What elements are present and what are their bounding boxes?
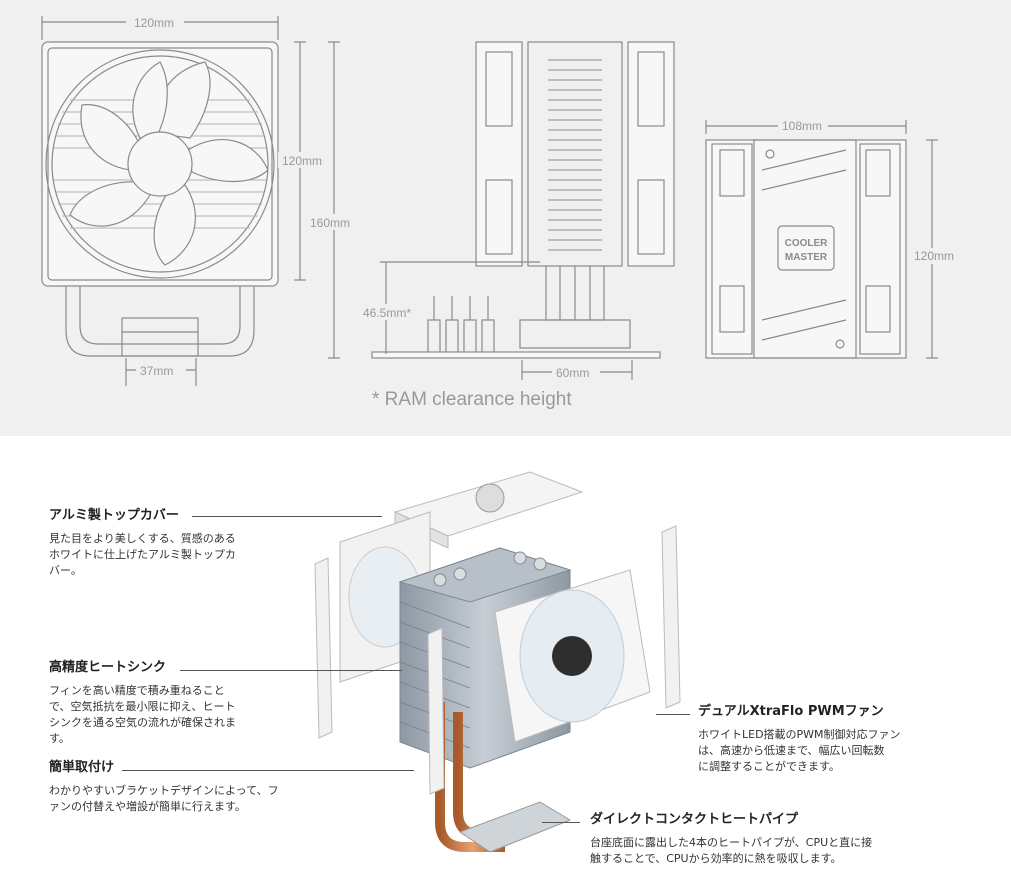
feature-dual-fan-title: デュアルXtraFlo PWMファン [698,704,884,719]
dim-width-base: 37mm [140,364,173,378]
dim-height-total: 160mm [310,216,350,230]
feature-heatsink: 高精度ヒートシンク フィンを高い精度で積み重ねること で、空気抵抗を最小限に抑え… [49,656,289,747]
feature-easy-install-desc: わかりやすいブラケットデザインによって、フ ァンの付替えや増設が簡単に行えます。 [49,784,279,813]
dim-width-mount: 60mm [556,366,589,380]
feature-top-cover: アルミ製トップカバー 見た目をより美しくする、質感のある ホワイトに仕上げたアル… [49,504,289,579]
front-view [41,16,340,386]
dim-depth: 108mm [782,119,822,133]
feature-heatsink-desc: フィンを高い精度で積み重ねること で、空気抵抗を最小限に抑え、ヒート シンクを通… [49,684,236,745]
feature-dual-fan-desc: ホワイトLED搭載のPWM制御対応ファン は、高速から低速まで、幅広い回転数 に… [698,728,901,773]
leader-fan [656,714,690,715]
feature-heatsink-title: 高精度ヒートシンク [49,660,167,675]
dim-ram-clearance: 46.5mm* [363,306,411,320]
leader-top-cover [192,516,382,517]
feature-heatpipe: ダイレクトコンタクトヒートパイプ 台座底面に露出した4本のヒートパイプが、CPU… [590,808,920,867]
leader-heatsink [180,670,402,671]
leader-bracket [122,770,414,771]
exploded-cooler-illustration [314,471,681,853]
dim-height-fan: 120mm [282,154,322,168]
leader-heatpipe [542,822,580,823]
features-panel: アルミ製トップカバー 見た目をより美しくする、質感のある ホワイトに仕上げたアル… [0,452,1011,874]
top-view-logo-line2: MASTER [785,252,828,263]
feature-easy-install-title: 簡単取付け [49,760,115,775]
heatpipes [435,702,572,853]
feature-top-cover-title: アルミ製トップカバー [49,508,179,523]
feature-heatpipe-title: ダイレクトコンタクトヒートパイプ [590,812,799,827]
feature-dual-fan: デュアルXtraFlo PWMファン ホワイトLED搭載のPWM制御対応ファン … [698,700,958,775]
dimension-drawings-panel: 120mm 120mm 160mm 37mm 46.5mm* 60mm 108m… [0,0,1011,436]
dimension-drawings: 120mm 120mm 160mm 37mm 46.5mm* 60mm 108m… [41,14,960,386]
feature-heatpipe-desc: 台座底面に露出した4本のヒートパイプが、CPUと直に接 触することで、CPUから… [590,836,873,865]
dim-height-side: 120mm [914,249,954,263]
dim-width-top: 120mm [134,16,174,30]
side-view [371,41,675,380]
front-fan [494,569,651,743]
fan-clips [314,525,681,795]
top-view-logo-line1: COOLER [785,238,829,249]
top-view [705,120,938,359]
ram-clearance-note: * RAM clearance height [372,389,572,410]
feature-top-cover-desc: 見た目をより美しくする、質感のある ホワイトに仕上げたアルミ製トップカ バー。 [49,532,236,577]
feature-easy-install: 簡単取付け わかりやすいブラケットデザインによって、フ ァンの付替えや増設が簡単… [49,756,339,815]
